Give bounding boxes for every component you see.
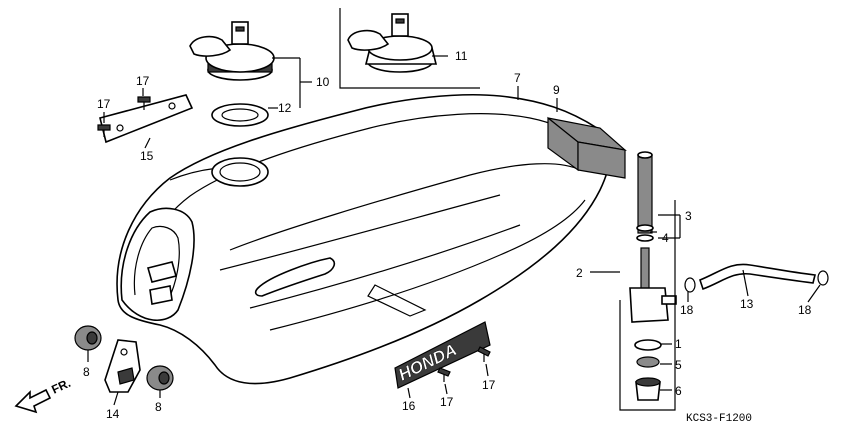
rubber-mount-a[interactable] [74, 325, 102, 351]
alt-fuel-cap-box [339, 8, 480, 89]
screw-17-a[interactable] [137, 96, 151, 110]
cap-seal[interactable] [211, 103, 269, 127]
callout-5: 5 [675, 358, 682, 372]
screw-17-b[interactable] [97, 124, 111, 137]
fuel-valve-assembly[interactable] [619, 151, 677, 411]
fuel-hose[interactable] [699, 263, 816, 291]
screw-17-c[interactable] [477, 346, 491, 362]
callout-18-b: 18 [798, 303, 812, 317]
callout-10: 10 [316, 75, 330, 89]
callout-17-d: 17 [482, 378, 496, 392]
callout-17-b: 17 [97, 97, 111, 111]
callout-15: 15 [140, 149, 154, 163]
callout-16: 16 [402, 399, 416, 413]
callout-6: 6 [675, 384, 682, 398]
leader-lines [87, 55, 821, 406]
hose-clip-b[interactable] [817, 270, 829, 286]
rubber-mount-b[interactable] [146, 365, 174, 391]
bracket[interactable] [104, 339, 141, 393]
callout-8-b: 8 [155, 400, 162, 414]
callout-4: 4 [662, 231, 669, 245]
callout-12: 12 [278, 101, 292, 115]
callout-3: 3 [685, 209, 692, 223]
foam-pad[interactable] [547, 116, 627, 179]
callout-11: 11 [455, 49, 468, 63]
hose-clip-a[interactable] [684, 277, 696, 293]
direction-label: FR. [49, 376, 72, 397]
callout-14: 14 [106, 407, 120, 421]
callout-18-a: 18 [680, 303, 694, 317]
callout-labels: 10 12 11 7 9 17 17 15 3 4 2 18 13 18 1 5… [83, 49, 812, 421]
reference-code: KCS3-F1200 [686, 413, 752, 425]
callout-9: 9 [553, 83, 560, 97]
fuel-cap-assembly[interactable] [189, 21, 275, 81]
front-direction-arrow: FR. [14, 376, 73, 414]
fuel-tank[interactable] [116, 94, 611, 385]
alt-fuel-cap[interactable] [347, 13, 438, 73]
callout-1: 1 [675, 337, 682, 351]
callout-2: 2 [576, 266, 583, 280]
callout-13: 13 [740, 297, 754, 311]
screw-17-d[interactable] [437, 367, 451, 382]
callout-8-a: 8 [83, 365, 90, 379]
callout-17-a: 17 [136, 74, 150, 88]
callout-17-c: 17 [440, 395, 454, 409]
callout-7: 7 [514, 71, 521, 85]
